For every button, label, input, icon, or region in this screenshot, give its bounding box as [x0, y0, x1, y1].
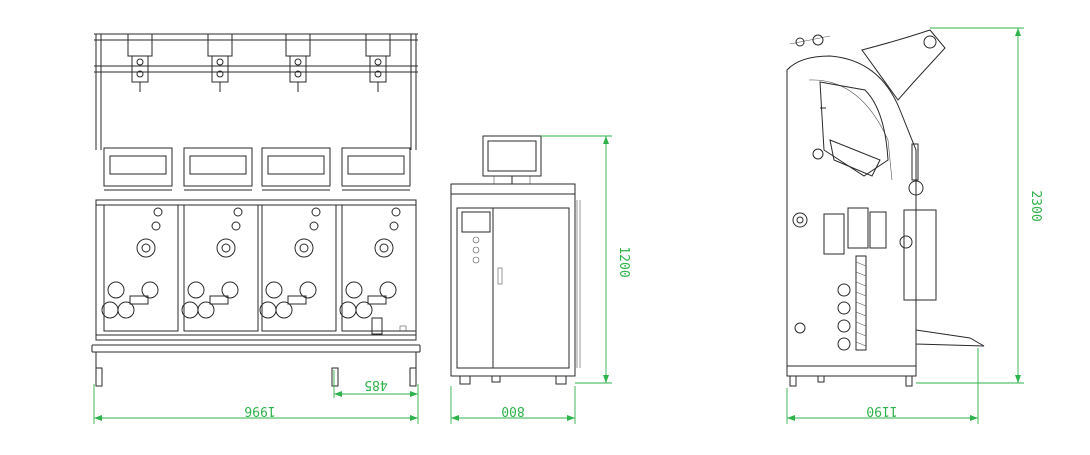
spindle-module-1 [101, 33, 179, 332]
front-width-label: 1996 [244, 403, 275, 418]
cabinet-width-label: 800 [501, 403, 524, 418]
spindle-module-2 [181, 33, 259, 332]
side-height-label: 2300 [1028, 190, 1043, 221]
cabinet-height-dimension: 1200 [541, 135, 631, 384]
front-width-dimension: 1996 [93, 384, 419, 424]
touch-screen-monitor [482, 135, 542, 185]
electrical-cabinet [450, 183, 581, 385]
side-width-label: 1190 [866, 403, 897, 418]
side-view: 1190 2300 [786, 27, 1043, 424]
overhead-creel [94, 33, 418, 150]
cabinet-view: 800 1200 [450, 135, 631, 424]
front-view: 1996 485 [91, 33, 421, 424]
spindle-module-3 [259, 33, 337, 332]
side-width-dimension: 1190 [786, 348, 979, 424]
front-frame [91, 199, 421, 387]
spindle-module-4 [339, 33, 417, 332]
cabinet-height-label: 1200 [616, 246, 631, 277]
module-width-label: 485 [364, 377, 387, 392]
side-height-dimension: 2300 [916, 27, 1043, 384]
module-width-dimension: 485 [333, 370, 418, 398]
side-mechanisms [792, 107, 985, 351]
cabinet-width-dimension: 800 [450, 386, 576, 424]
